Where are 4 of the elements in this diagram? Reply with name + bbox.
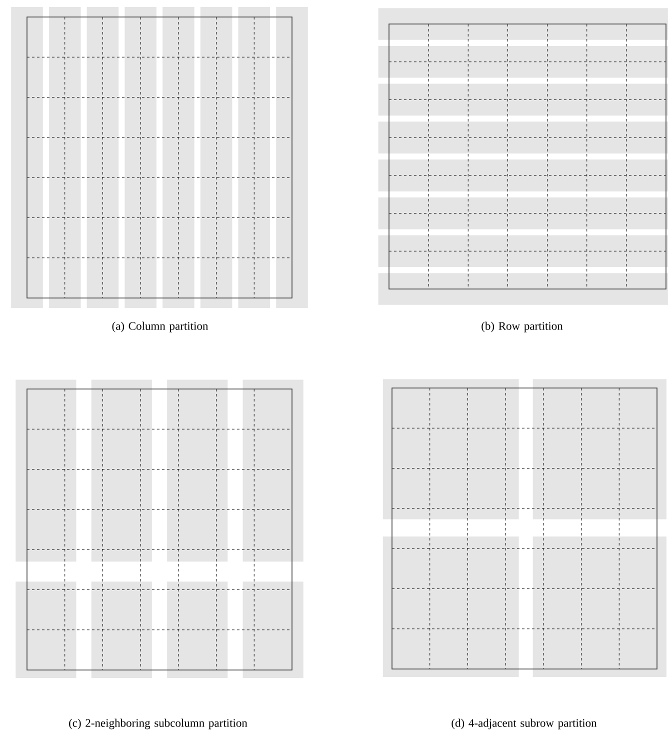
caption: (d) 4-adjacent subrow partition bbox=[452, 718, 597, 730]
caption: (c) 2-neighboring subcolumn partition bbox=[69, 718, 248, 730]
caption: (b) Row partition bbox=[482, 322, 563, 332]
caption: (a) Column partition bbox=[112, 322, 208, 332]
